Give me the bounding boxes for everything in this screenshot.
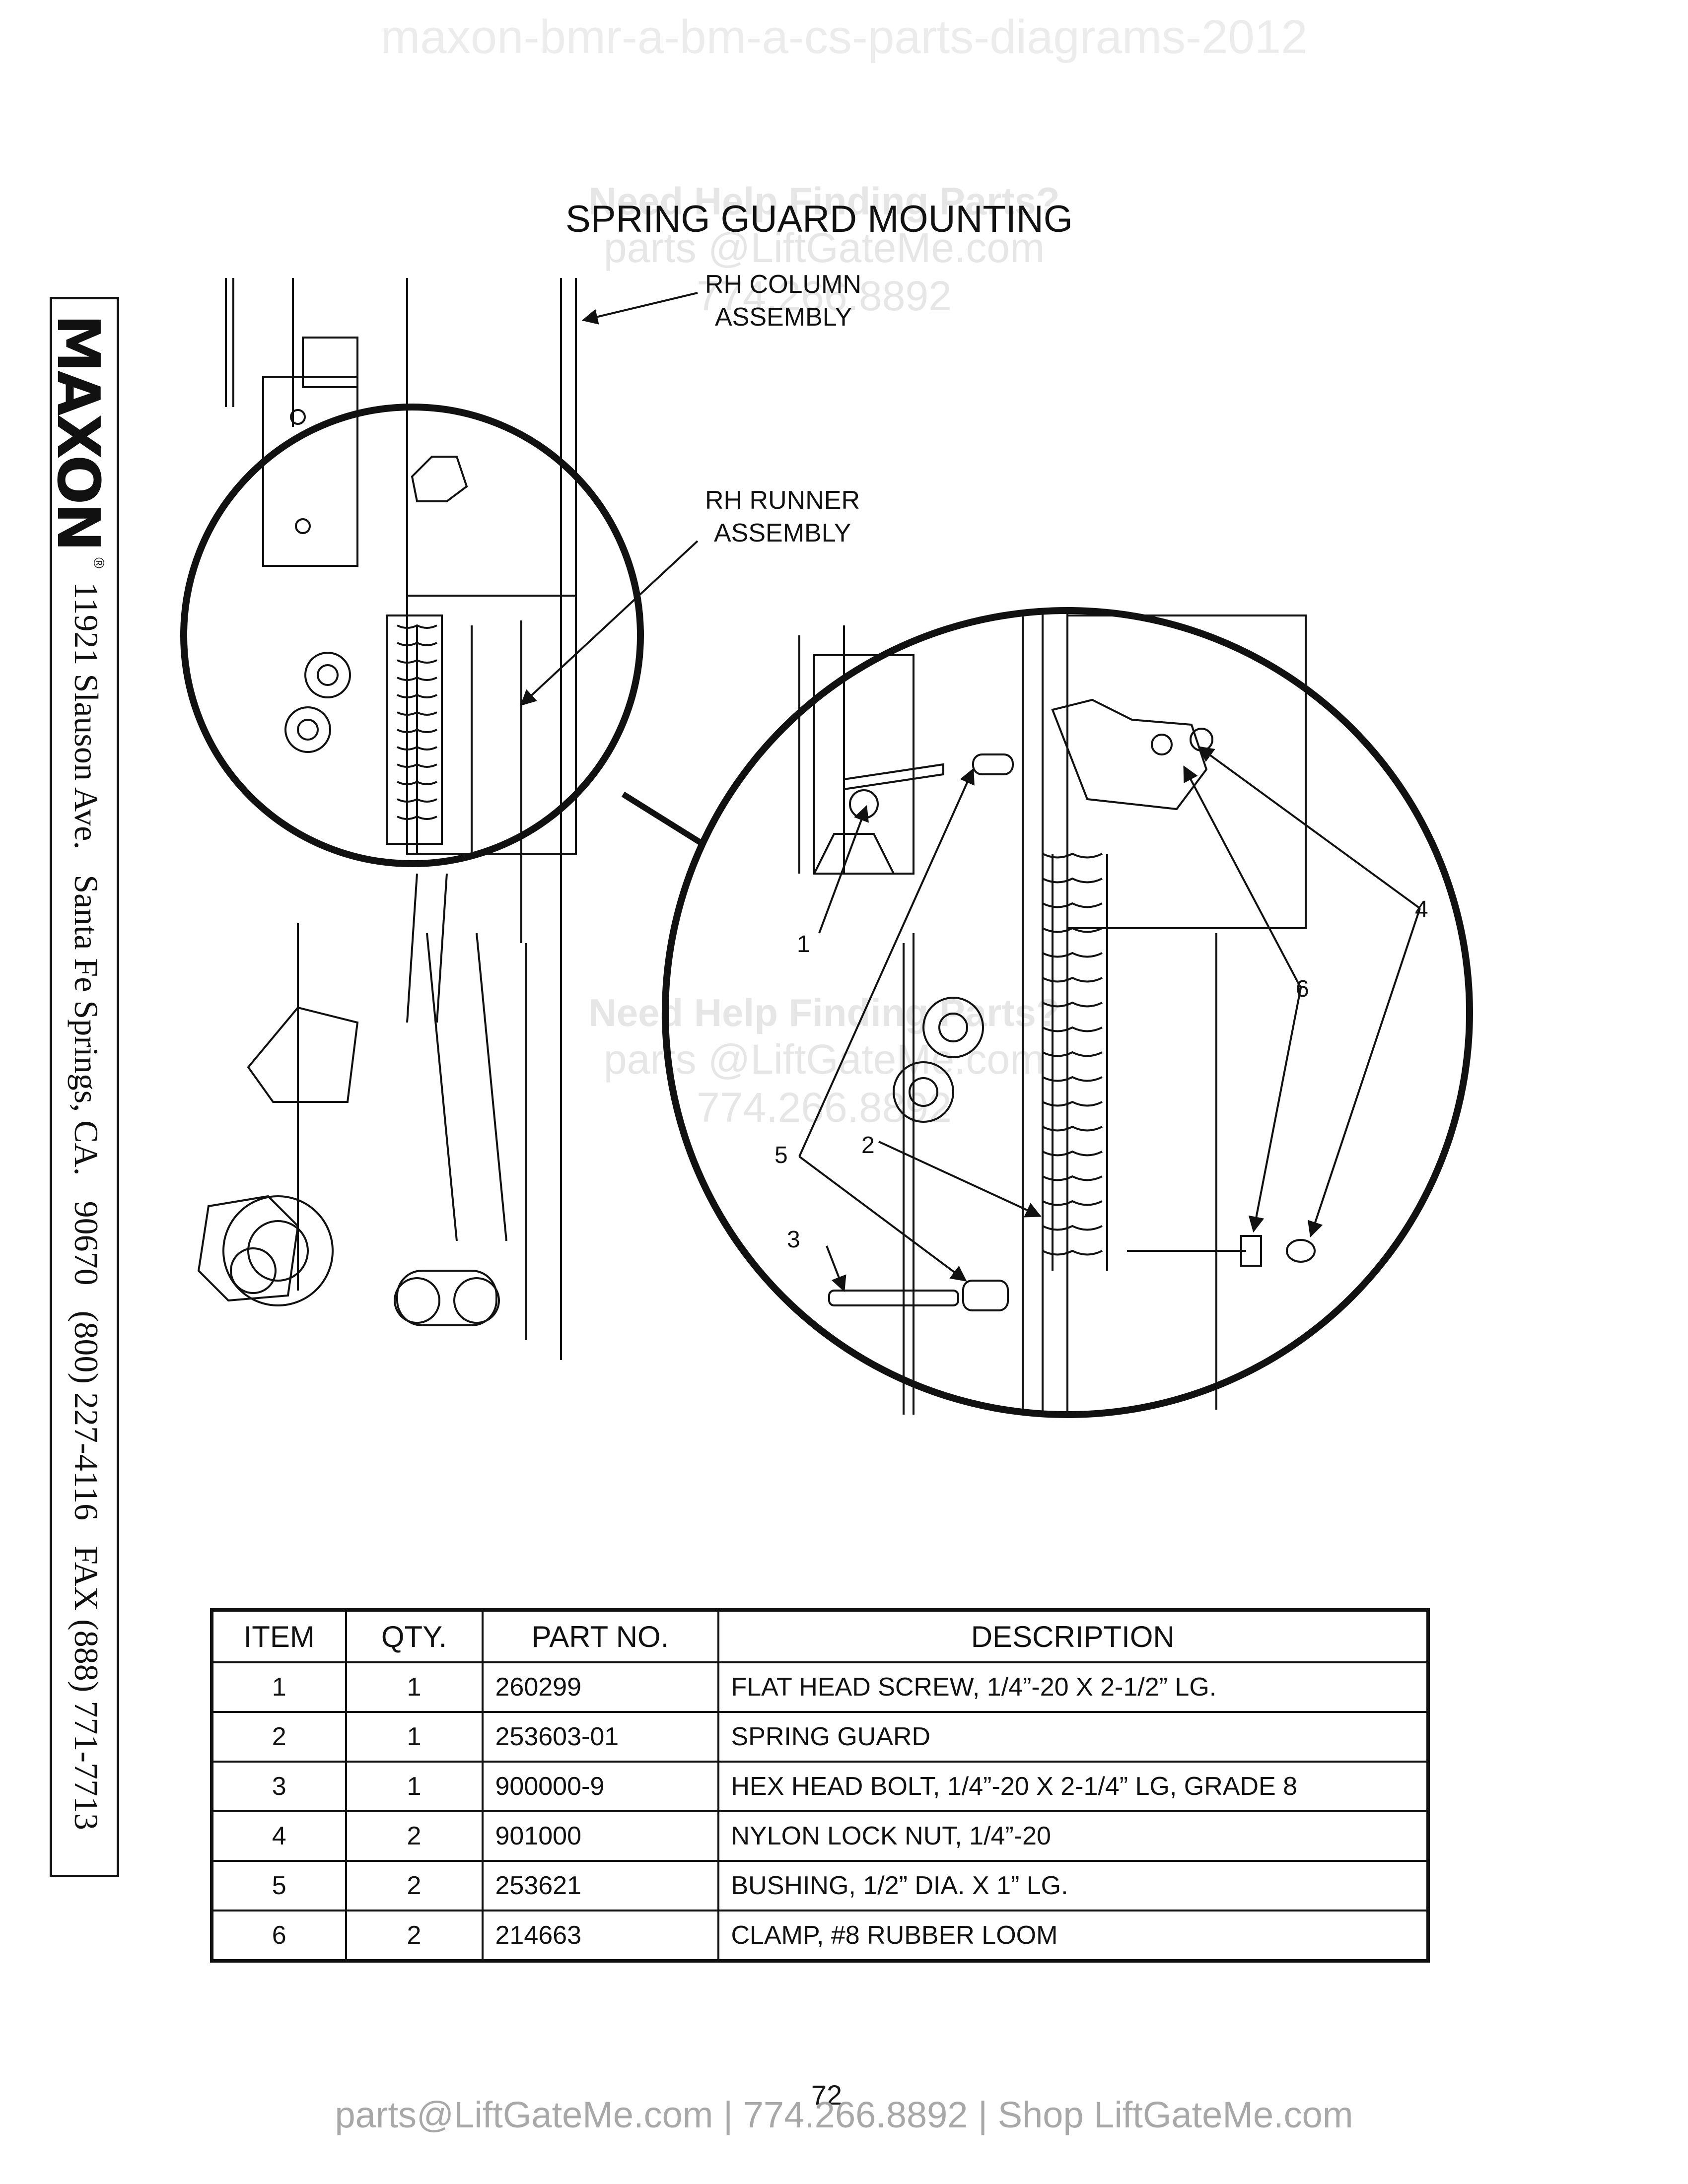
cell-item: 6 [211,1910,347,1962]
cell-qty: 1 [345,1761,484,1812]
item-label-6: 6 [1296,976,1309,1002]
rh-column-drawing [197,278,577,1360]
item-label-2: 2 [861,1132,875,1159]
help-watermark-top: Need Help Finding Parts? parts @LiftGate… [576,179,1072,320]
cell-description: CLAMP, #8 RUBBER LOOM [717,1910,1429,1962]
cell-qty: 1 [345,1661,484,1713]
document-watermark: maxon-bmr-a-bm-a-cs-parts-diagrams-2012 [380,10,1308,64]
cell-description: HEX HEAD BOLT, 1/4”-20 X 2-1/4” LG, GRAD… [717,1761,1429,1812]
table-row: 1 1 260299 FLAT HEAD SCREW, 1/4”-20 X 2-… [211,1661,1429,1713]
cell-part-no: 214663 [481,1910,719,1962]
cell-item: 4 [211,1810,347,1862]
cell-item: 3 [211,1761,347,1812]
header-qty: QTY. [345,1609,484,1663]
parts-table: ITEM QTY. PART NO. DESCRIPTION 1 1 26029… [210,1608,1430,1963]
help-watermark-line3: 774.266.8892 [697,273,952,319]
footer-contact: parts@LiftGateMe.com | 774.266.8892 | Sh… [335,2094,1353,2135]
maxon-logo: MAXON [44,314,113,550]
help-watermark-line2: parts @LiftGateMe.com [603,1036,1045,1083]
cell-description: BUSHING, 1/2” DIA. X 1” LG. [717,1860,1429,1911]
detail-circle-small [180,404,644,867]
help-watermark-line2: parts @LiftGateMe.com [603,224,1045,271]
table-row: 6 2 214663 CLAMP, #8 RUBBER LOOM [211,1910,1429,1962]
cell-qty: 2 [345,1860,484,1911]
sidebar-rotated-content: MAXON ® 11921 Slauson Ave. Santa Fe Spri… [44,299,117,1880]
table-row: 2 1 253603-01 SPRING GUARD [211,1711,1429,1763]
help-watermark-line1: Need Help Finding Parts? [588,179,1060,223]
cell-description: NYLON LOCK NUT, 1/4”-20 [717,1810,1429,1862]
item-label-4: 4 [1415,896,1428,923]
registered-mark: ® [90,557,107,569]
cell-part-no: 900000-9 [481,1761,719,1812]
rh-runner-assembly-callout: RH RUNNER ASSEMBLY [705,484,860,549]
cell-description: SPRING GUARD [717,1711,1429,1763]
cell-part-no: 260299 [481,1661,719,1713]
header-part-no: PART NO. [481,1609,719,1663]
cell-item: 2 [211,1711,347,1763]
company-address: 11921 Slauson Ave. Santa Fe Springs, CA.… [68,582,105,1831]
callout-line: ASSEMBLY [715,303,852,332]
cell-item: 5 [211,1860,347,1911]
cell-description: FLAT HEAD SCREW, 1/4”-20 X 2-1/2” LG. [717,1661,1429,1713]
cell-qty: 2 [345,1910,484,1962]
cell-part-no: 253621 [481,1860,719,1911]
cell-qty: 1 [345,1711,484,1763]
detail-view [621,607,1473,1418]
leader-lines [520,292,1421,1292]
cell-item: 1 [211,1661,347,1713]
rh-column-assembly-callout: RH COLUMN ASSEMBLY [705,268,861,334]
item-label-1: 1 [797,931,810,957]
cell-part-no: 253603-01 [481,1711,719,1763]
item-label-5: 5 [774,1142,788,1168]
callout-line: RH COLUMN [705,270,861,299]
callout-line: RH RUNNER [705,486,860,515]
header-item: ITEM [211,1609,347,1663]
header-description: DESCRIPTION [717,1609,1429,1663]
table-row: 5 2 253621 BUSHING, 1/2” DIA. X 1” LG. [211,1860,1429,1911]
table-row: 3 1 900000-9 HEX HEAD BOLT, 1/4”-20 X 2-… [211,1761,1429,1812]
page-number: 72 [811,2079,843,2111]
cell-qty: 2 [345,1810,484,1862]
table-row: 4 2 901000 NYLON LOCK NUT, 1/4”-20 [211,1810,1429,1862]
brand-sidebar: MAXON ® 11921 Slauson Ave. Santa Fe Spri… [44,297,119,1880]
cell-part-no: 901000 [481,1810,719,1862]
page-title: SPRING GUARD MOUNTING [565,198,1073,240]
table-header-row: ITEM QTY. PART NO. DESCRIPTION [211,1609,1429,1663]
item-label-3: 3 [787,1227,800,1253]
callout-line: ASSEMBLY [714,519,851,547]
